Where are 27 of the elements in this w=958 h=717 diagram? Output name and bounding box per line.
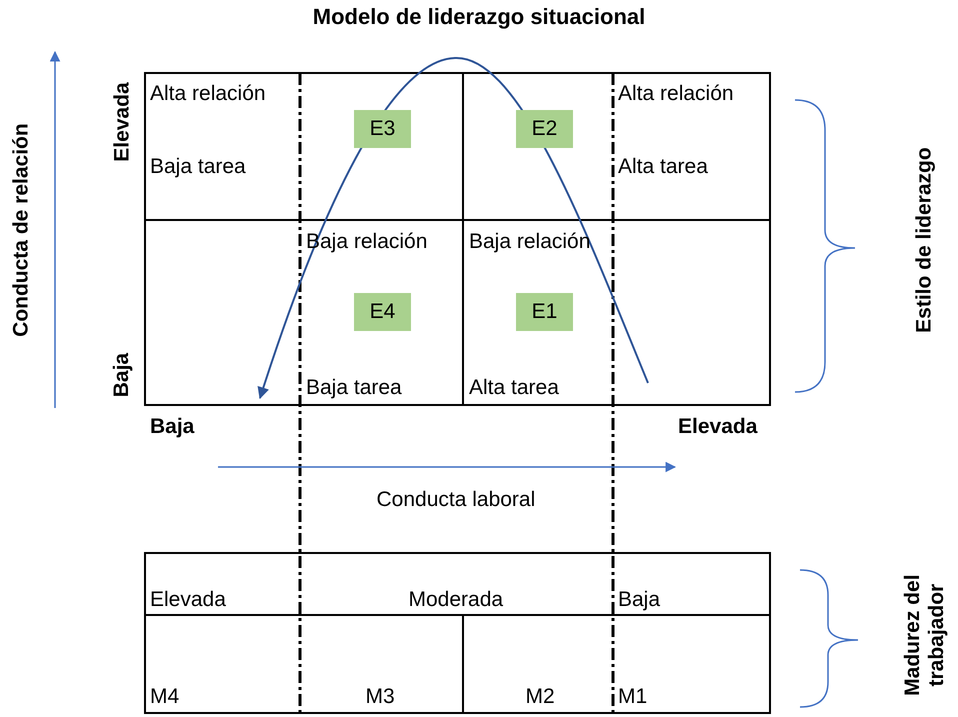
column-label: M4 [150, 685, 180, 710]
cell-text: Baja tarea [306, 376, 402, 400]
cell-text: Baja relación [469, 230, 590, 254]
column-label: M2 [526, 685, 555, 710]
bracket-label: Estilo de liderazgo [912, 147, 937, 333]
axis-level-label: Elevada [678, 415, 758, 440]
chart-title: Modelo de liderazgo situacional [312, 4, 646, 30]
style-label-box: E3 [354, 110, 411, 148]
column-label: Baja [618, 588, 660, 612]
style-label-box: E4 [354, 293, 411, 331]
bracket-label: Madurez del trabajador [900, 573, 949, 698]
cell-text: Alta tarea [618, 155, 708, 180]
axis-level-label: Baja [150, 415, 194, 440]
cell-text: Alta relación [618, 82, 734, 106]
cell-text: Alta tarea [469, 376, 559, 400]
cell-text: Baja tarea [150, 155, 246, 180]
axis-level-label: Elevada [110, 82, 134, 162]
column-label: Elevada [150, 588, 226, 612]
axis-title: Conducta de relación [10, 123, 34, 337]
cell-text: Alta relación [150, 82, 266, 106]
axis-title: Conducta laboral [376, 488, 536, 512]
style-label-box: E1 [516, 293, 573, 331]
style-label-box: E2 [516, 110, 573, 148]
column-label: Moderada [408, 588, 504, 612]
column-label: M1 [618, 685, 648, 710]
column-label: M3 [366, 685, 395, 710]
axis-level-label: Baja [110, 352, 134, 398]
